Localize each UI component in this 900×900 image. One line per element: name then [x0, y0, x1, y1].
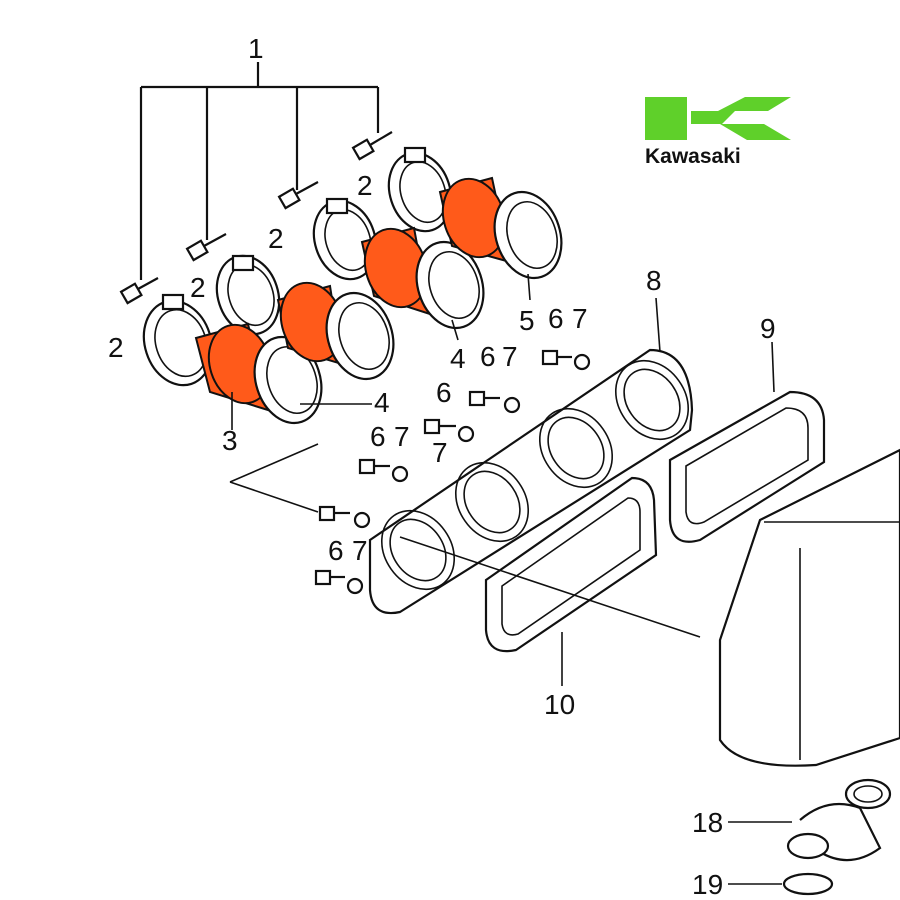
callout-9: 9	[760, 313, 776, 344]
nut	[353, 511, 371, 529]
hose-clamp	[387, 146, 453, 233]
nut	[503, 396, 521, 414]
callout-7: 7	[432, 437, 448, 468]
callout-6: 6	[480, 341, 496, 372]
screw	[185, 233, 227, 262]
callout-7: 7	[394, 421, 410, 452]
callout-4: 4	[374, 387, 390, 418]
callout-2: 2	[190, 272, 206, 303]
hose-clamp	[142, 293, 214, 387]
hose-clamp	[312, 197, 378, 281]
callout-2: 2	[357, 170, 373, 201]
gasket-upper	[668, 390, 826, 543]
callout-1-bracket	[139, 62, 380, 280]
nut	[391, 465, 409, 483]
screw	[277, 181, 319, 210]
screw	[351, 131, 393, 161]
callout-10: 10	[544, 689, 575, 720]
bolt	[541, 349, 572, 366]
callout-5: 5	[519, 305, 535, 336]
callout-1: 1	[248, 33, 264, 64]
kawasaki-logo: Kawasaki	[645, 97, 791, 168]
intake-boot	[438, 176, 563, 280]
o-ring	[782, 872, 834, 896]
callout-2: 2	[268, 223, 284, 254]
bolt	[318, 505, 350, 522]
screw	[119, 277, 159, 305]
kawasaki-wordmark: Kawasaki	[645, 145, 741, 168]
callout-6: 6	[328, 535, 344, 566]
air-box-housing	[718, 448, 900, 767]
callout-7: 7	[352, 535, 368, 566]
callout-7: 7	[572, 303, 588, 334]
bolt	[358, 458, 390, 475]
callout-6: 6	[548, 303, 564, 334]
hose-clamp	[215, 254, 281, 336]
bolt	[423, 418, 456, 435]
callout-8: 8	[646, 265, 662, 296]
callout-18: 18	[692, 807, 723, 838]
nut	[457, 425, 475, 443]
nut	[573, 353, 591, 371]
callout-6: 6	[436, 377, 452, 408]
callout-7: 7	[502, 341, 518, 372]
intake-boot	[360, 226, 485, 330]
drain-fitting	[786, 778, 892, 862]
nut	[346, 577, 364, 595]
callout-6: 6	[370, 421, 386, 452]
bolt	[468, 390, 500, 407]
callout-19: 19	[692, 869, 723, 900]
callout-4: 4	[450, 343, 466, 374]
intake-boot	[276, 281, 395, 381]
gasket-lower	[484, 476, 658, 653]
bolt	[314, 569, 345, 586]
kawasaki-k-mark-icon	[645, 97, 791, 140]
callout-3: 3	[222, 425, 238, 456]
callout-2: 2	[108, 332, 124, 363]
holder-plate	[368, 348, 694, 615]
